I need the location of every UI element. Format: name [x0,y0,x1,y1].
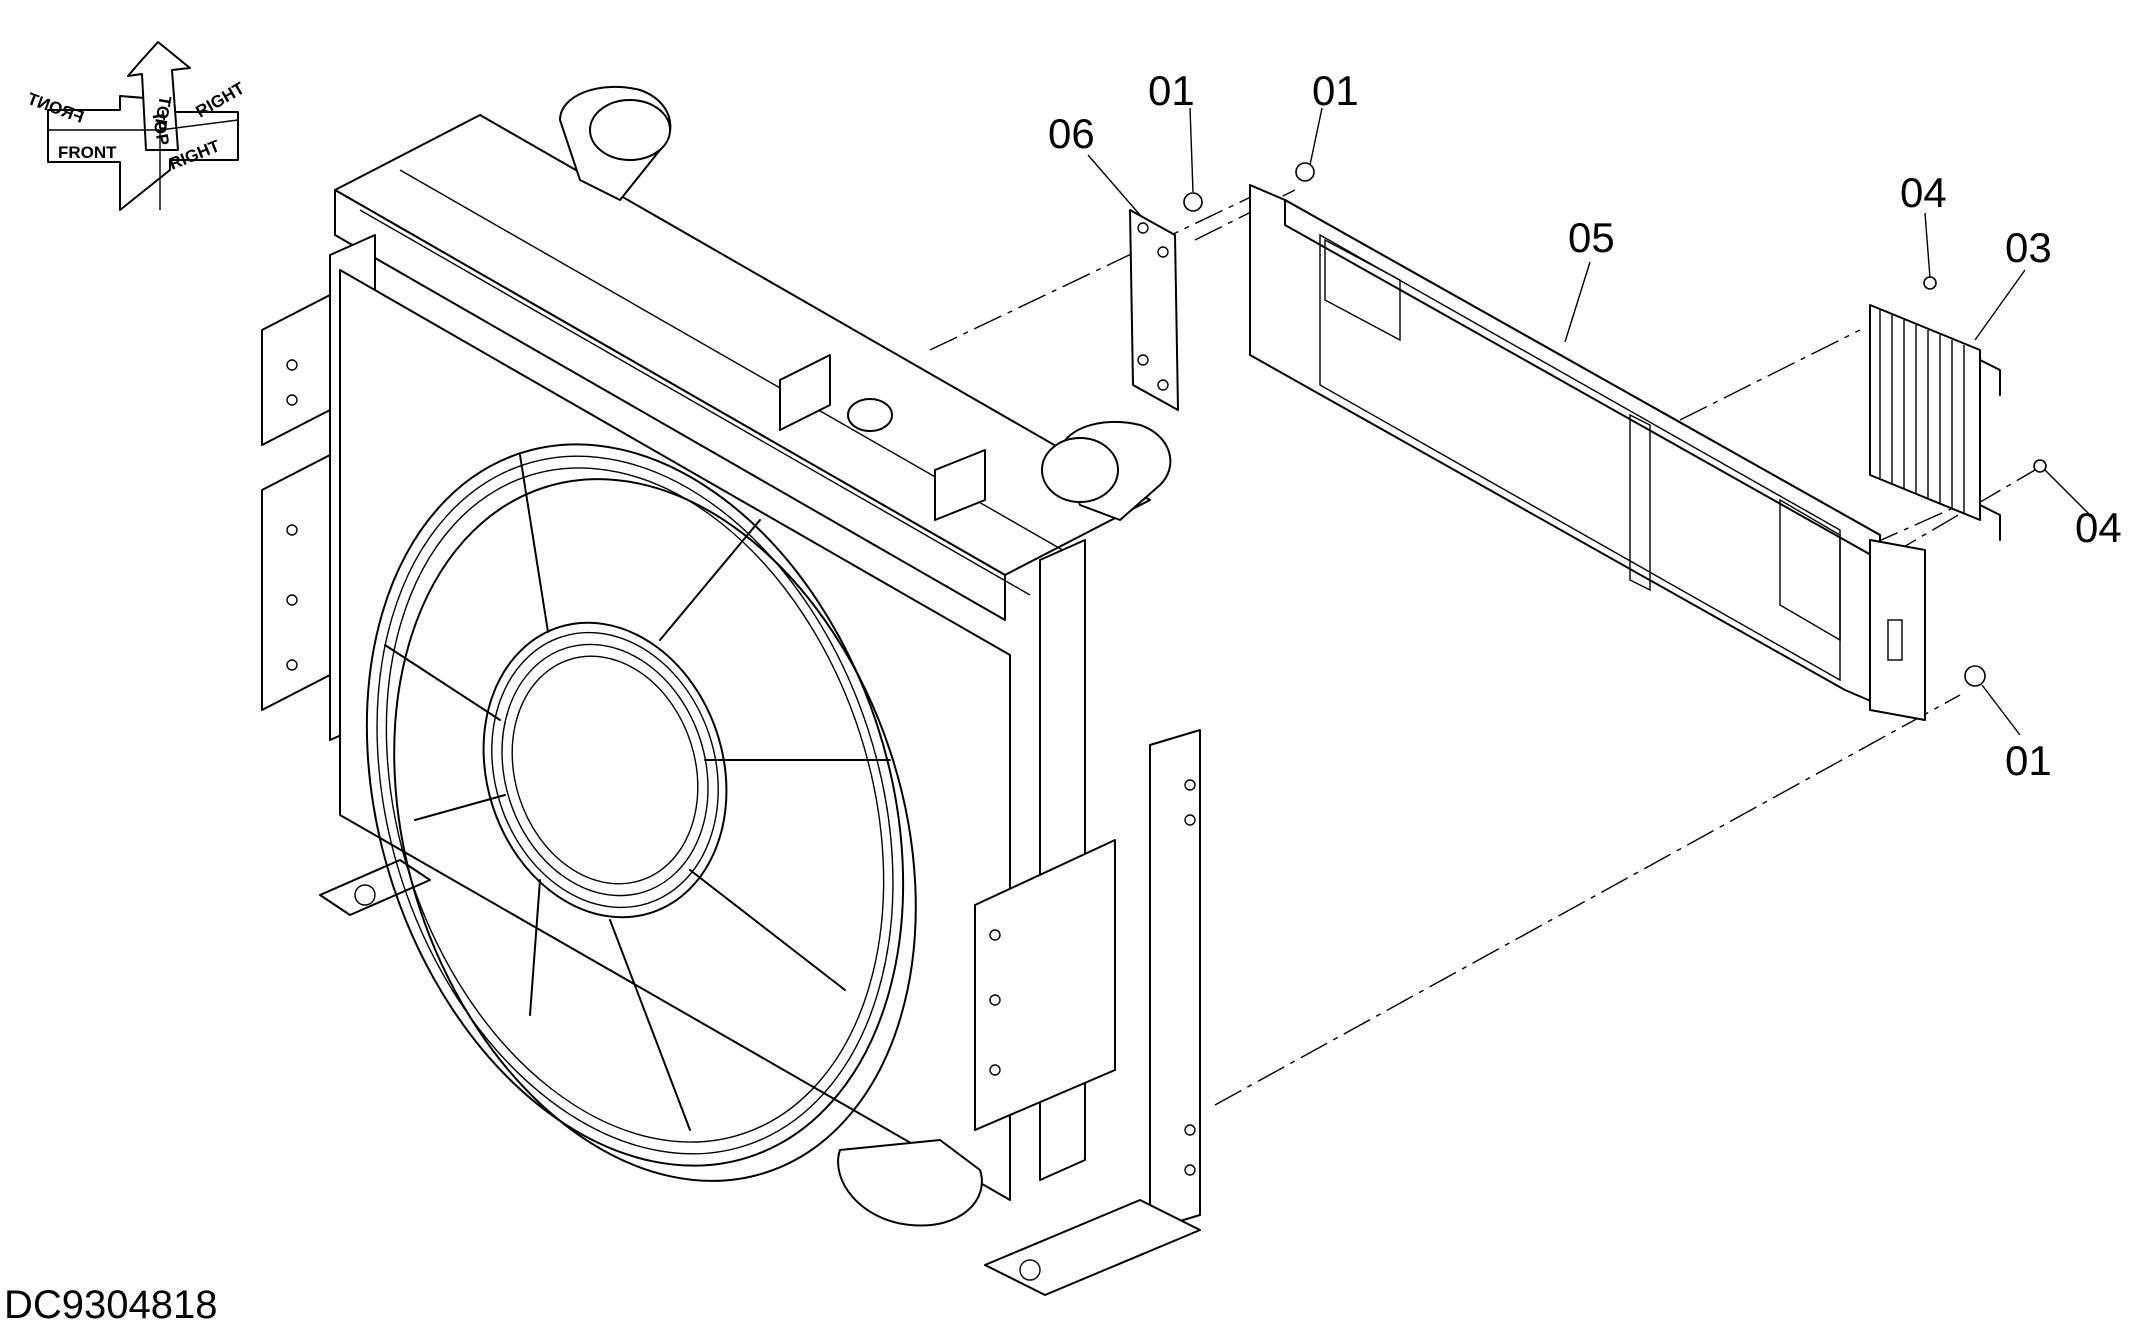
radiator-assembly [261,85,1201,1296]
drawing-number: DC9304818 [4,1283,218,1327]
nut-lower-icon [2033,459,2047,473]
frame-plate-part [1249,184,1926,721]
callout-nut-lower: 04 [2075,504,2122,551]
callout-bolt-lower-right: 01 [2005,737,2052,784]
callout-bolt-upper-left: 01 [1148,67,1195,114]
orientation-compass-icon: FRONT TOP RIGHT FRONT TOP RIGHT [24,41,248,211]
callout-labels: 01 01 01 03 04 04 05 06 [1048,67,2122,784]
bracket-part [1129,209,1179,411]
leader-lines [1087,107,2091,736]
fan-ring [365,443,917,1182]
callout-bracket: 06 [1048,110,1095,157]
callout-oil-cooler: 03 [2005,224,2052,271]
explosion-lines [929,189,2036,1106]
bolt-lower-right-icon [1964,665,1986,687]
callout-frame-plate: 05 [1568,214,1615,261]
oil-cooler-part [1869,304,2001,541]
callout-bolt-upper-right: 01 [1312,67,1359,114]
nut-upper-icon [1923,276,1937,290]
compass-front-label: FRONT [58,143,117,162]
callout-nut-upper: 04 [1900,169,1947,216]
bolt-upper-right-icon [1295,162,1315,182]
bolt-upper-left-icon [1183,192,1203,212]
fasteners [1183,162,2047,687]
